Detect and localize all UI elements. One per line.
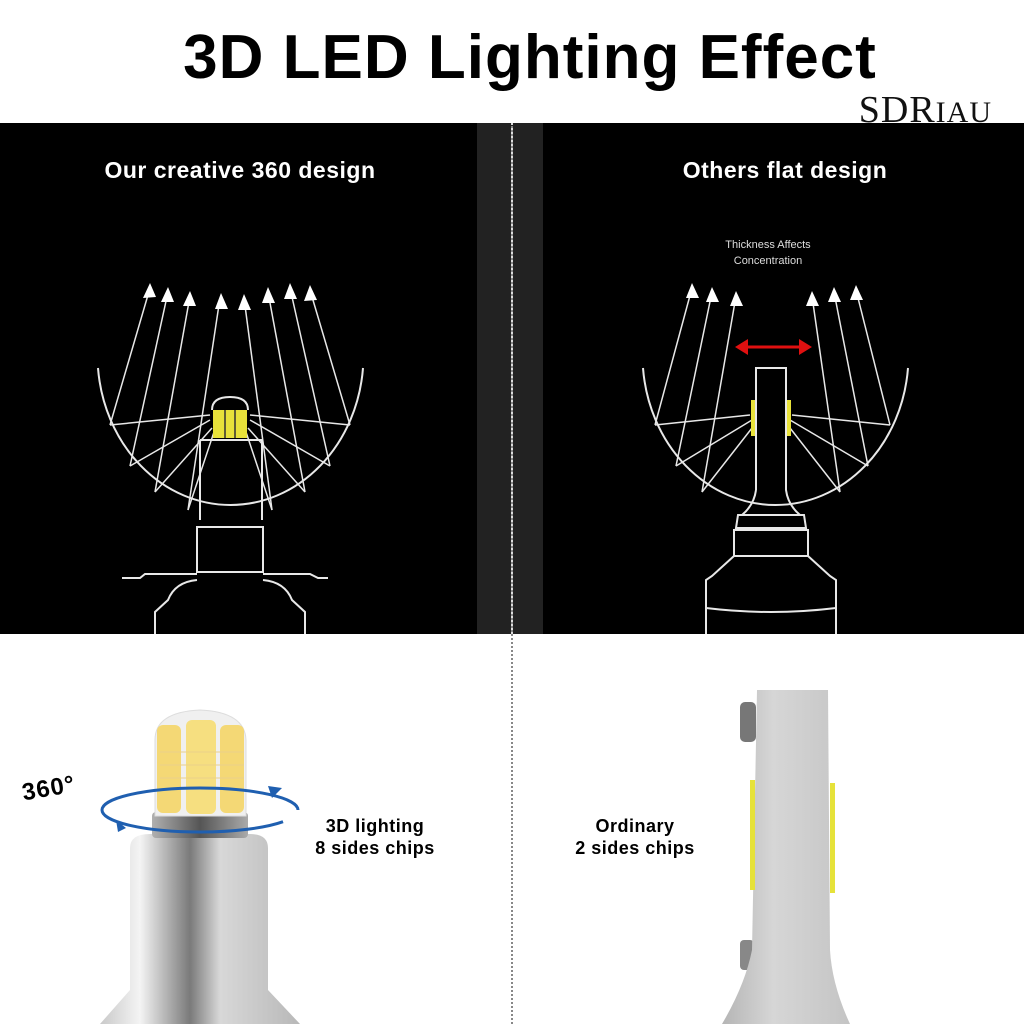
flat-chip-right: [787, 400, 791, 436]
note-line-2: Concentration: [733, 255, 803, 267]
led-chip-360: [213, 410, 247, 438]
page-title: 3D LED Lighting Effect: [183, 23, 877, 92]
caption-ordinary-line2: 2 sides chips: [575, 838, 695, 858]
double-arrow-red: [735, 339, 812, 355]
divider-dashed-line-dark: [511, 123, 513, 634]
flat-chip-side-right: [830, 783, 835, 893]
flat-chip-side-left: [750, 780, 755, 890]
caption-ordinary: Ordinary 2 sides chips: [545, 815, 725, 859]
bulb-360-product: [100, 709, 300, 1024]
reflector-360-diagram: [97, 283, 364, 634]
reflector-flat-diagram: [642, 283, 909, 634]
right-panel-heading: Others flat design: [682, 157, 888, 183]
bulb-flat-product: [722, 690, 850, 1024]
flat-chip-left: [751, 400, 755, 436]
caption-3d-line2: 8 sides chips: [315, 838, 435, 858]
caption-3d-lighting: 3D lighting 8 sides chips: [290, 815, 460, 859]
caption-3d-line1: 3D lighting: [325, 816, 425, 836]
left-panel-heading: Our creative 360 design: [104, 157, 376, 183]
thickness-note: Thickness Affects Concentration: [688, 237, 848, 269]
note-line-1: Thickness Affects: [725, 239, 811, 251]
divider-strip: [477, 123, 543, 634]
rotation-ring: [100, 786, 300, 834]
caption-ordinary-line1: Ordinary: [595, 816, 675, 836]
